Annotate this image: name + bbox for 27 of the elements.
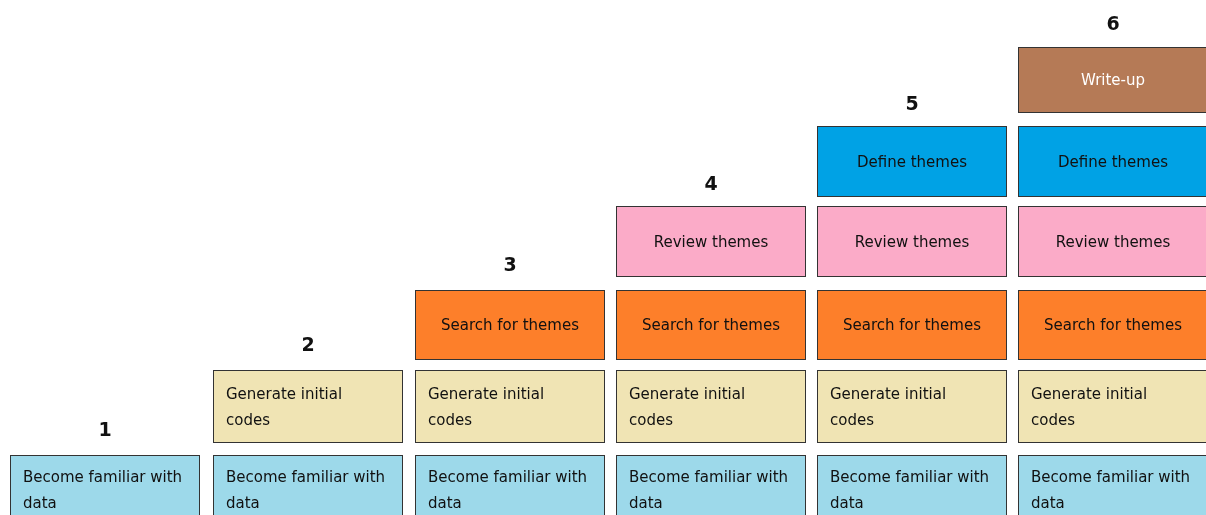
step-number: 1 xyxy=(97,418,113,440)
process-step-box: Generate initial codes xyxy=(213,370,403,443)
step-number: 3 xyxy=(502,253,518,275)
step-number: 4 xyxy=(703,172,719,194)
step-number: 2 xyxy=(300,333,316,355)
process-step-box: Become familiar with data xyxy=(10,455,200,515)
process-step-box: Become familiar with data xyxy=(213,455,403,515)
process-step-box: Write-up xyxy=(1018,47,1206,113)
process-step-box: Generate initial codes xyxy=(616,370,806,443)
process-step-box: Review themes xyxy=(1018,206,1206,277)
step-number: 5 xyxy=(904,92,920,114)
process-step-box: Become familiar with data xyxy=(1018,455,1206,515)
step-number: 6 xyxy=(1105,12,1121,34)
process-step-box: Become familiar with data xyxy=(817,455,1007,515)
process-step-box: Search for themes xyxy=(415,290,605,360)
process-step-box: Generate initial codes xyxy=(1018,370,1206,443)
process-step-box: Review themes xyxy=(616,206,806,277)
process-step-box: Generate initial codes xyxy=(415,370,605,443)
process-step-box: Generate initial codes xyxy=(817,370,1007,443)
process-step-box: Search for themes xyxy=(616,290,806,360)
process-step-box: Define themes xyxy=(817,126,1007,197)
process-step-box: Search for themes xyxy=(817,290,1007,360)
process-step-box: Become familiar with data xyxy=(415,455,605,515)
process-step-box: Review themes xyxy=(817,206,1007,277)
process-step-box: Define themes xyxy=(1018,126,1206,197)
process-step-box: Search for themes xyxy=(1018,290,1206,360)
process-step-box: Become familiar with data xyxy=(616,455,806,515)
